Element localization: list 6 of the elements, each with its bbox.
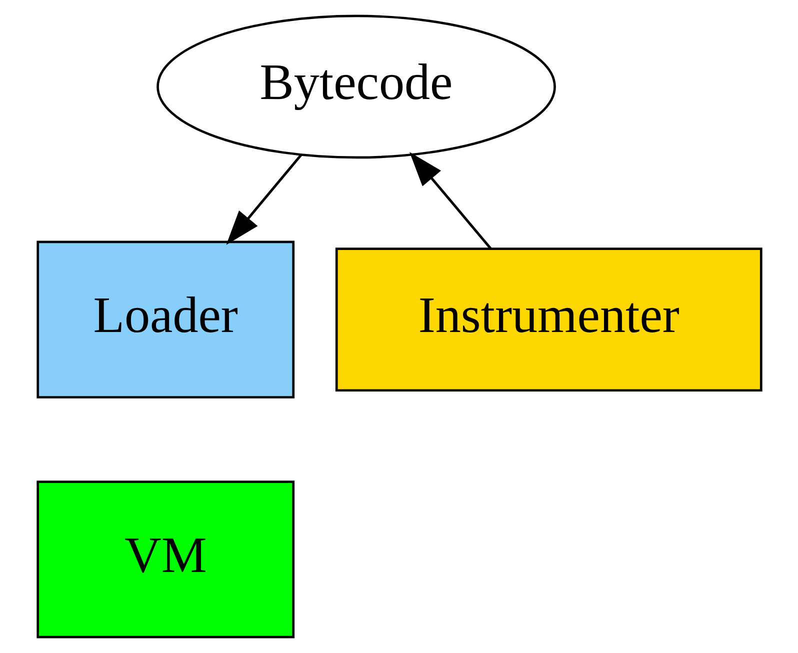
node-box: VM xyxy=(36,480,294,638)
node-ellipse: Bytecode xyxy=(156,14,556,159)
arrow xyxy=(409,152,492,250)
node-box: Loader xyxy=(36,240,294,398)
arrow xyxy=(226,154,302,245)
node-box: Instrumenter xyxy=(334,248,762,392)
